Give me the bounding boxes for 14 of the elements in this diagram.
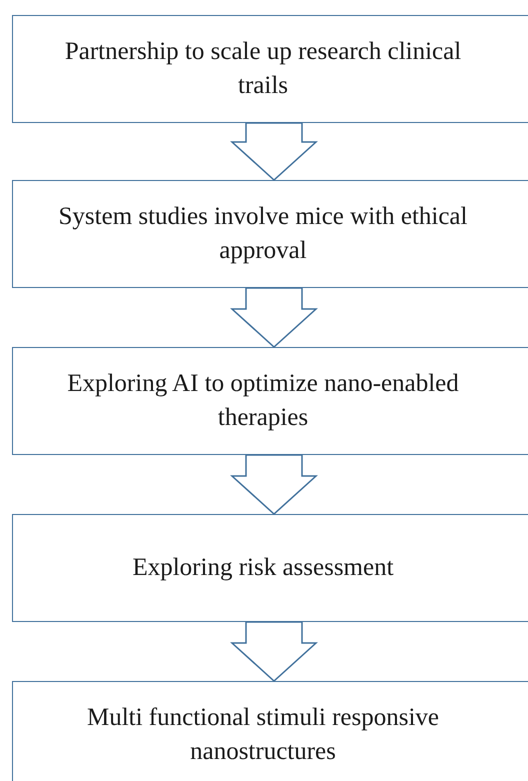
block-arrow — [230, 621, 318, 682]
block-arrow — [230, 122, 318, 182]
process-box — [12, 514, 528, 622]
process-box — [12, 347, 528, 455]
process-box — [12, 681, 528, 781]
block-arrow — [230, 287, 318, 348]
box-text: Exploring risk assessment — [132, 553, 394, 583]
box-text: System studies involve mice with ethical approval — [58, 202, 468, 266]
box-text: Exploring AI to optimize nano-enabled therapies — [66, 369, 460, 433]
box-text: Multi functional stimuli responsive nanostructures — [86, 703, 440, 767]
process-box — [12, 15, 528, 123]
process-box — [12, 180, 528, 288]
box-text: Partnership to scale up research clinical trails — [64, 37, 462, 101]
block-arrow — [230, 454, 318, 516]
